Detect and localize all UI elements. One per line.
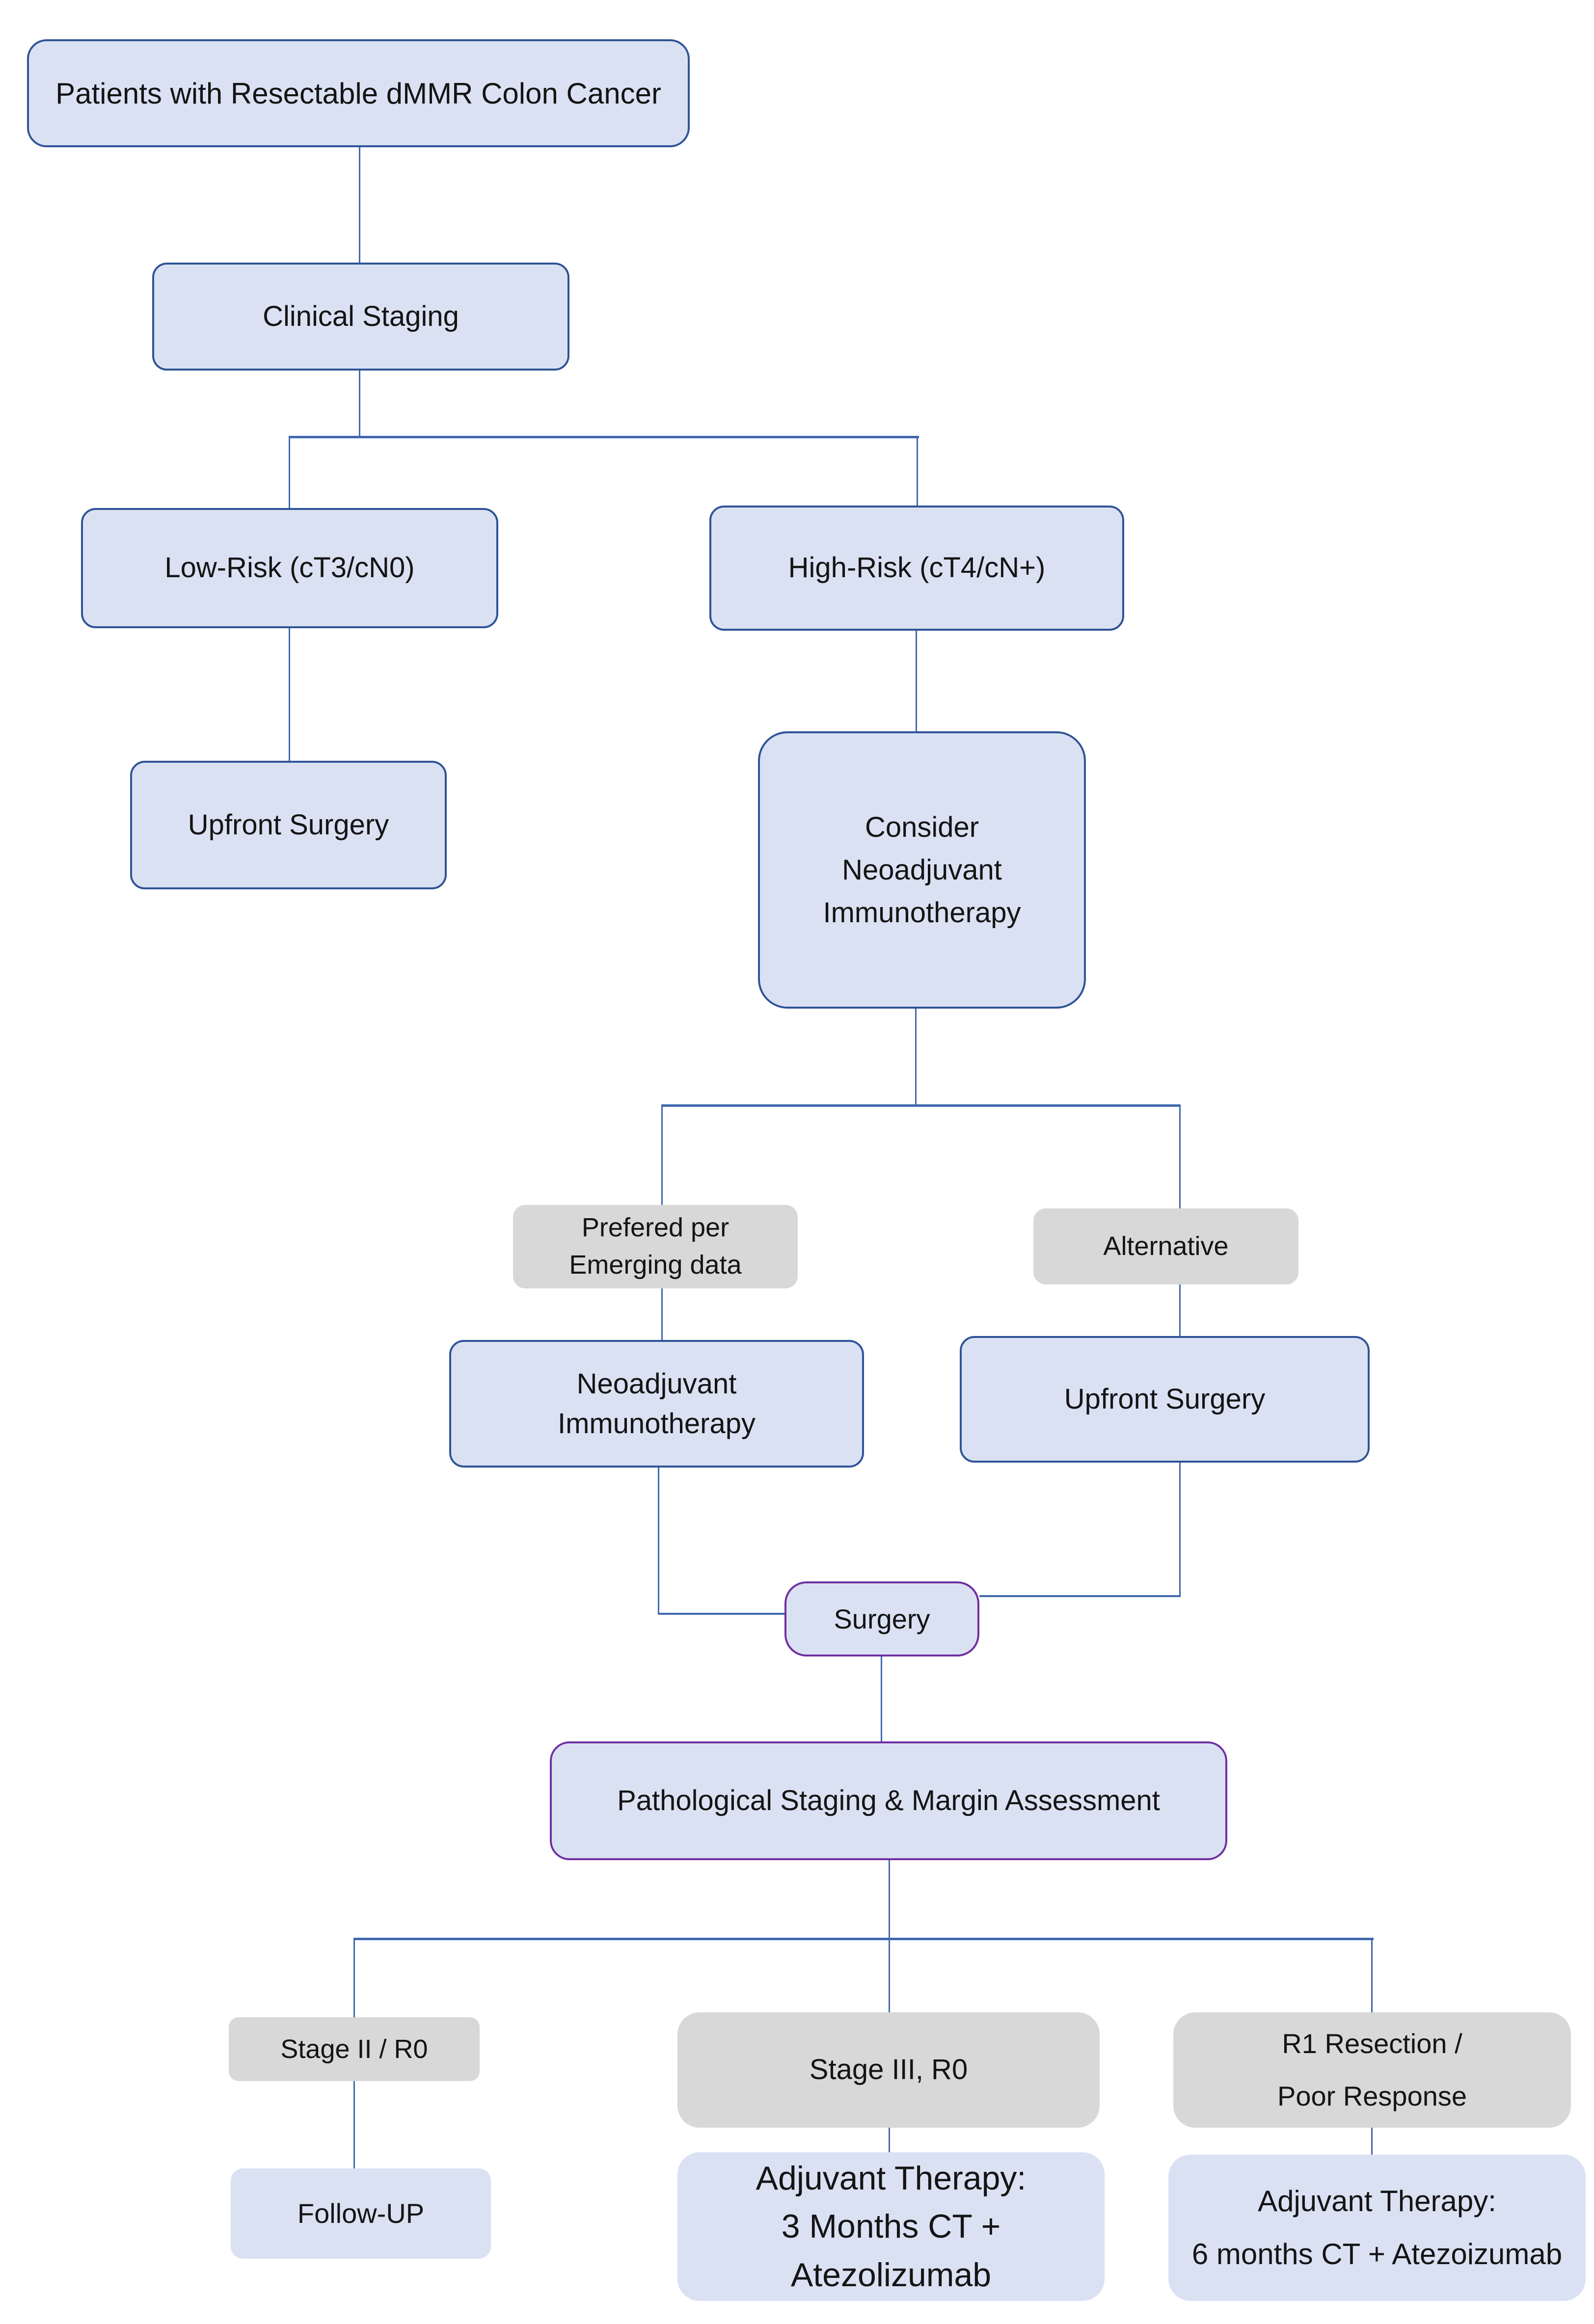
consider-neoadjuvant-line1: Consider — [865, 811, 979, 843]
connector-lowrisk-upfront — [289, 628, 290, 761]
connector-split2-horizontal — [661, 1104, 1181, 1107]
r1-tag-line1: R1 Resection / — [1282, 2028, 1462, 2059]
connector-consider-stem — [915, 1009, 917, 1105]
stage3-tag-label: Stage III, R0 — [809, 2054, 968, 2086]
connector-split2-right — [1179, 1105, 1181, 1208]
high-risk-node: High-Risk (cT4/cN+) — [709, 506, 1124, 631]
connector-surgery-pathological — [881, 1656, 882, 1741]
connector-preferred-neoadjuvant — [661, 1288, 663, 1340]
stage2-tag-label: Stage II / R0 — [280, 2034, 428, 2064]
surgery-node: Surgery — [784, 1581, 979, 1656]
connector-alternative-upfront — [1179, 1284, 1181, 1336]
consider-neoadjuvant-node: Consider Neoadjuvant Immunotherapy — [758, 731, 1086, 1009]
r1-tag-line2: Poor Response — [1277, 2080, 1467, 2111]
adjuvant-stage3-line1: Adjuvant Therapy: — [756, 2159, 1027, 2197]
connector-split1-horizontal — [289, 436, 919, 438]
upfront-surgery-alt-node: Upfront Surgery — [960, 1336, 1370, 1463]
neoadjuvant-immunotherapy-node: Neoadjuvant Immunotherapy — [449, 1340, 864, 1468]
neoadjuvant-immunotherapy-line1: Neoadjuvant — [576, 1367, 737, 1400]
low-risk-node: Low-Risk (cT3/cN0) — [81, 508, 498, 628]
connector-upfrontalt-surgery — [979, 1595, 1181, 1597]
surgery-label: Surgery — [834, 1603, 930, 1634]
stage2-tag: Stage II / R0 — [229, 2017, 480, 2081]
patients-node: Patients with Resectable dMMR Colon Canc… — [27, 39, 690, 147]
adjuvant-stage3-line3: Atezolizumab — [790, 2256, 992, 2294]
connector-neoadjuvant-down — [658, 1468, 659, 1615]
adjuvant-stage3-line2: 3 Months CT + — [781, 2208, 1001, 2245]
connector-start-clinical — [359, 147, 360, 263]
connector-pathological-stem — [889, 1860, 890, 1940]
adjuvant-r1-line1: Adjuvant Therapy: — [1258, 2185, 1496, 2217]
connector-neoadjuvant-surgery — [658, 1613, 784, 1615]
connector-upfrontalt-down — [1179, 1463, 1181, 1597]
connector-split2-left — [661, 1105, 663, 1205]
pathological-staging-node: Pathological Staging & Margin Assessment — [550, 1741, 1227, 1860]
adjuvant-stage3-node: Adjuvant Therapy: 3 Months CT + Atezoliz… — [677, 2152, 1105, 2301]
preferred-tag-line1: Prefered per — [581, 1213, 729, 1243]
pathological-staging-label: Pathological Staging & Margin Assessment — [617, 1784, 1160, 1816]
consider-neoadjuvant-line2: Neoadjuvant — [842, 854, 1002, 886]
connector-stage2-followup — [353, 2081, 355, 2169]
adjuvant-r1-line2: 6 months CT + Atezoizumab — [1191, 2238, 1563, 2271]
connector-split3-right — [1371, 1939, 1373, 2012]
connector-split3-left — [353, 1939, 355, 2017]
preferred-tag-line2: Emerging data — [569, 1250, 742, 1280]
neoadjuvant-immunotherapy-line2: Immunotherapy — [558, 1408, 756, 1440]
upfront-surgery-low-node: Upfront Surgery — [130, 761, 447, 889]
alternative-tag-label: Alternative — [1103, 1231, 1229, 1261]
high-risk-label: High-Risk (cT4/cN+) — [788, 552, 1046, 584]
patients-node-label: Patients with Resectable dMMR Colon Canc… — [55, 77, 661, 110]
follow-up-label: Follow-UP — [297, 2198, 425, 2229]
low-risk-label: Low-Risk (cT3/cN0) — [164, 552, 415, 584]
consider-neoadjuvant-line3: Immunotherapy — [823, 897, 1021, 929]
connector-stage3-adjuvant — [889, 2128, 890, 2152]
connector-clinical-stem — [359, 371, 360, 438]
stage3-tag: Stage III, R0 — [677, 2012, 1100, 2128]
connector-split3-horizontal — [353, 1938, 1374, 1940]
upfront-surgery-alt-label: Upfront Surgery — [1064, 1383, 1266, 1415]
upfront-surgery-low-label: Upfront Surgery — [188, 808, 389, 841]
adjuvant-r1-node: Adjuvant Therapy: 6 months CT + Atezoizu… — [1168, 2155, 1586, 2301]
connector-split1-left — [289, 437, 290, 508]
connector-highrisk-consider — [916, 631, 917, 731]
clinical-staging-label: Clinical Staging — [263, 300, 459, 332]
follow-up-node: Follow-UP — [231, 2168, 491, 2259]
connector-r1-adjuvant — [1371, 2128, 1373, 2155]
connector-split1-right — [917, 437, 918, 506]
r1-tag: R1 Resection / Poor Response — [1173, 2012, 1571, 2128]
clinical-staging-node: Clinical Staging — [152, 263, 569, 371]
preferred-tag: Prefered per Emerging data — [513, 1205, 798, 1288]
alternative-tag: Alternative — [1033, 1208, 1298, 1284]
connector-split3-mid — [889, 1939, 890, 2012]
